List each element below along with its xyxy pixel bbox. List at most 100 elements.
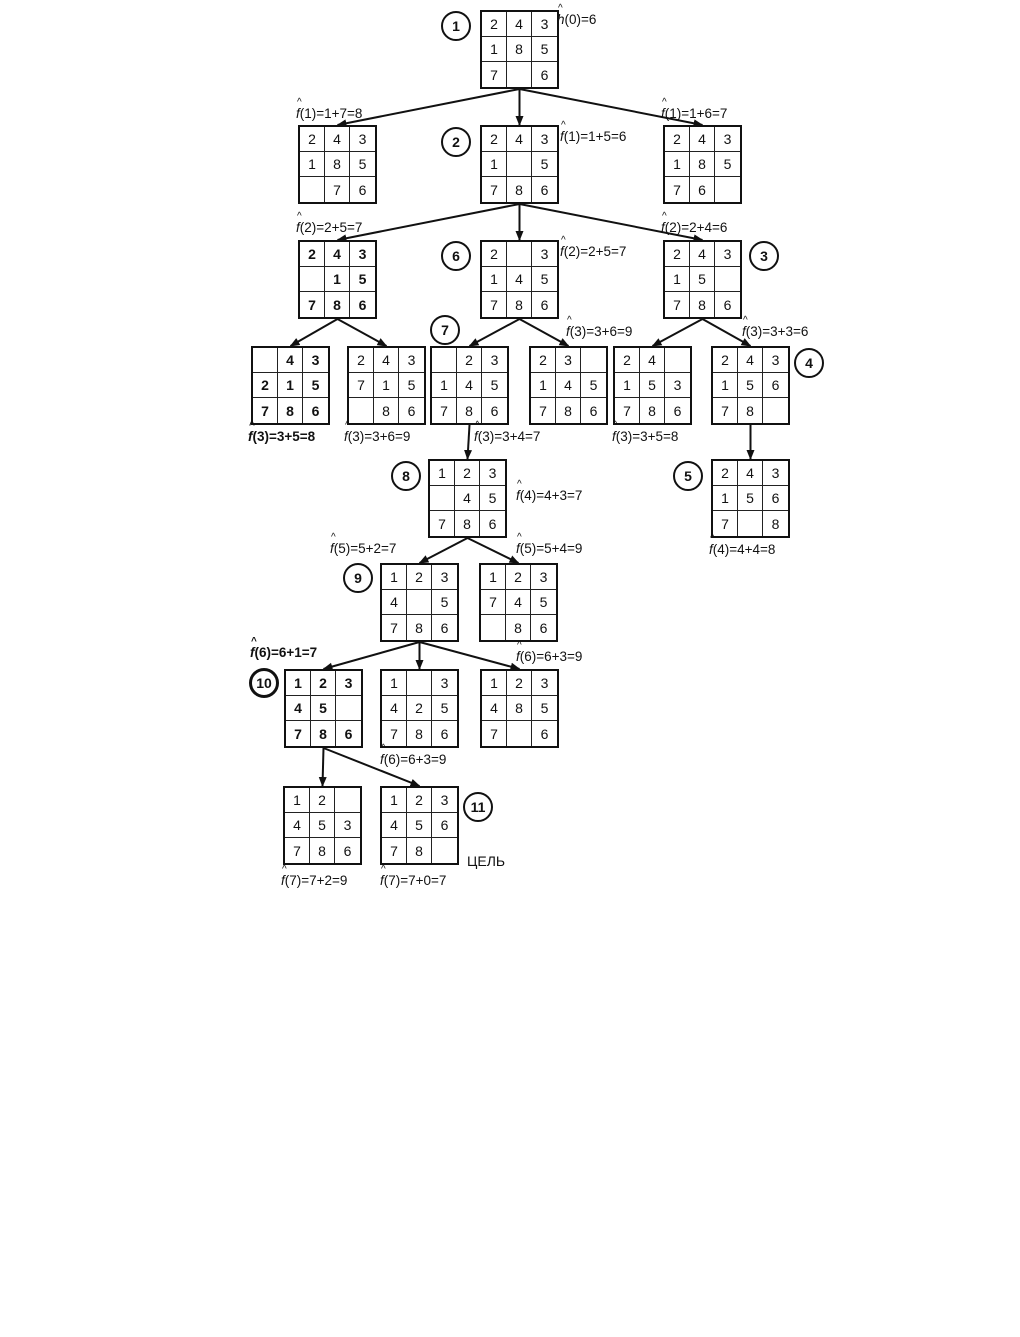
- tile: 4: [285, 813, 310, 838]
- tile: 3: [532, 242, 557, 267]
- tile: 1: [300, 152, 325, 177]
- tile: 2: [300, 127, 325, 152]
- tile: 3: [432, 788, 457, 813]
- tile: 5: [350, 152, 375, 177]
- tile: 8: [640, 398, 665, 423]
- tile: 5: [690, 267, 715, 292]
- tile: 8: [407, 838, 432, 863]
- function-symbol: f: [474, 420, 479, 444]
- expansion-order-badge: 10: [249, 668, 279, 698]
- empty-tile: [336, 696, 361, 721]
- evaluation-expression: (6)=6+3=9: [383, 752, 447, 767]
- tile: 3: [432, 565, 457, 590]
- function-symbol: f: [560, 120, 565, 144]
- evaluation-expression: (1)=1+7=8: [299, 106, 363, 121]
- tile: 1: [482, 267, 507, 292]
- tile: 6: [589, 402, 598, 419]
- tile: 8: [556, 398, 581, 423]
- tile: 6: [763, 486, 788, 511]
- tile: 3: [350, 127, 375, 152]
- tile: 7: [713, 511, 738, 536]
- tile: 2: [506, 565, 531, 590]
- tile: 2: [311, 671, 336, 696]
- tile: 8: [457, 398, 482, 423]
- empty-tile: [507, 152, 532, 177]
- evaluation-label: f(7)=7+0=7: [380, 864, 446, 888]
- tile: 6: [488, 515, 497, 532]
- evaluation-expression: (3)=3+5=8: [252, 429, 316, 444]
- tile: 3: [482, 348, 507, 373]
- tile: 2: [615, 348, 640, 373]
- tile: 3: [715, 127, 740, 152]
- empty-tile: [349, 398, 374, 423]
- function-symbol: f: [709, 533, 714, 557]
- tile: 1: [382, 565, 407, 590]
- tile: 4: [278, 348, 303, 373]
- empty-tile: [738, 511, 763, 536]
- tree-edge-n2a-n3a: [289, 318, 338, 347]
- tree-edge-n2c-n3e: [651, 318, 703, 347]
- evaluation-label: f(1)=1+7=8: [296, 97, 363, 121]
- empty-tile: [432, 348, 457, 373]
- expansion-order-badge: 9: [343, 563, 373, 593]
- expansion-order-badge: 7: [430, 315, 460, 345]
- tile: 6: [540, 181, 549, 198]
- tile: 1: [374, 373, 399, 398]
- empty-tile: [335, 788, 360, 813]
- tile: 4: [325, 127, 350, 152]
- tile: 6: [673, 402, 682, 419]
- tile: 6: [723, 296, 732, 313]
- empty-tile: [763, 398, 788, 423]
- empty-tile: [407, 590, 432, 615]
- evaluation-expression: (5)=5+4=9: [519, 541, 583, 556]
- tree-edge-root-n1a: [336, 88, 520, 128]
- evaluation-label: f(4)=4+3=7: [516, 479, 582, 503]
- tile: 1: [665, 152, 690, 177]
- tile: 8: [507, 292, 532, 317]
- tile: 2: [457, 348, 482, 373]
- tile: 4: [286, 696, 311, 721]
- tile: 3: [399, 348, 424, 373]
- tile: 3: [336, 671, 361, 696]
- evaluation-label: f(6)=6+3=9: [516, 640, 583, 664]
- evaluation-expression: (6)=6+3=9: [519, 649, 583, 664]
- function-symbol: f: [330, 532, 335, 556]
- tile: 6: [690, 177, 715, 202]
- tile: 4: [506, 590, 531, 615]
- tile: 2: [482, 12, 507, 37]
- tile: 1: [482, 671, 507, 696]
- evaluation-expression: (2)=2+5=7: [299, 220, 363, 235]
- evaluation-label: f(1)=1+5=6: [560, 120, 626, 144]
- function-symbol: f: [296, 97, 301, 121]
- evaluation-label: f(3)=3+6=9: [566, 315, 632, 339]
- tile: 6: [358, 296, 367, 313]
- function-symbol: f: [742, 315, 747, 339]
- tile: 5: [311, 696, 336, 721]
- evaluation-label: f(4)=4+4=8: [709, 533, 775, 557]
- tile: 7: [286, 721, 311, 746]
- tile: 1: [325, 267, 350, 292]
- empty-tile: [300, 177, 325, 202]
- tile: 5: [715, 152, 740, 177]
- tile: 5: [738, 486, 763, 511]
- empty-tile: [253, 348, 278, 373]
- tile: 1: [482, 37, 507, 62]
- evaluation-expression: (3)=3+6=9: [347, 429, 411, 444]
- tile: 1: [286, 671, 311, 696]
- tile: 2: [713, 461, 738, 486]
- tile: 4: [382, 813, 407, 838]
- tile: 3: [556, 348, 581, 373]
- tile: 3: [763, 348, 788, 373]
- tile: 5: [640, 373, 665, 398]
- evaluation-label: f(3)=3+5=8: [612, 420, 678, 444]
- tile: 5: [303, 373, 328, 398]
